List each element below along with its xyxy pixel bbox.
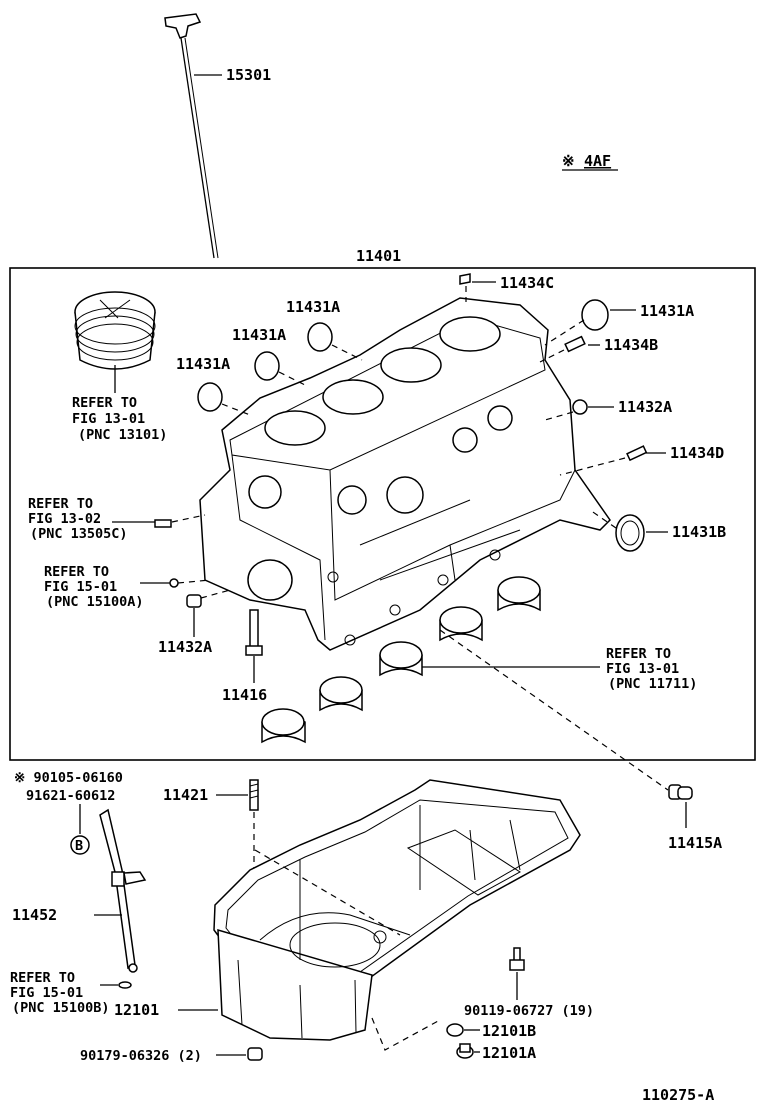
piston-drawing	[74, 291, 156, 393]
label-plug-upper-left-2: 11431A	[232, 326, 286, 344]
block-plugs	[112, 273, 668, 683]
ref-fig1501-block-line3: (PNC 15100A)	[46, 594, 144, 610]
variant-mark: ※	[562, 152, 575, 170]
label-guide-tube: 11452	[12, 906, 57, 924]
guide-tube-drawing	[99, 808, 147, 989]
label-plug-431b: 11431B	[672, 523, 726, 541]
label-gasket-a: 12101A	[482, 1044, 536, 1062]
oring-badge: B	[75, 838, 83, 854]
label-pin-d: 11434D	[670, 444, 724, 462]
ref-sensor-line1: REFER TO	[28, 496, 93, 512]
label-stud-block: 11416	[222, 686, 267, 704]
ref-bearings-line3: (PNC 11711)	[608, 676, 697, 692]
label-plug-upper-left-3: 11431A	[176, 355, 230, 373]
ref-fig1501-tube-line2: FIG 15-01	[10, 985, 83, 1001]
drain-plug-415a-drawing	[668, 784, 693, 800]
label-plug-c: 11434C	[500, 274, 554, 292]
label-drain-plug-415a: 11415A	[668, 834, 722, 852]
label-plug-top-right: 11431A	[640, 302, 694, 320]
block-assembly-frame	[9, 267, 756, 761]
label-drain-plug-pan: 90179-06326 (2)	[80, 1048, 202, 1064]
variant-code: 4AF	[584, 152, 611, 170]
label-dipstick: 15301	[226, 66, 271, 84]
ref-fig1501-tube-line1: REFER TO	[10, 970, 75, 986]
stud-pan-drawing	[249, 779, 259, 811]
label-oring: 91621-60612	[26, 788, 115, 804]
label-plug-upper-left-1: 11431A	[286, 298, 340, 316]
ref-piston-line1: REFER TO	[72, 395, 137, 411]
label-stud-pan: 11421	[163, 786, 208, 804]
oring-badge-circle	[70, 835, 90, 855]
label-pin-b: 11434B	[604, 336, 658, 354]
label-block-assembly: 11401	[356, 247, 401, 265]
main-bearings	[261, 576, 600, 744]
ref-fig1501-block-line2: FIG 15-01	[44, 579, 117, 595]
drain-plug-pan-drawing	[247, 1047, 263, 1061]
cylinder-block-drawing	[199, 297, 611, 651]
label-oil-pan: 12101	[114, 1001, 159, 1019]
ref-piston-line3: (PNC 13101)	[78, 427, 167, 443]
label-plug-432a-right: 11432A	[618, 398, 672, 416]
ref-bearings-line1: REFER TO	[606, 646, 671, 662]
label-plug-432a-left: 11432A	[158, 638, 212, 656]
label-gasket-b: 12101B	[482, 1022, 536, 1040]
ref-sensor-line3: (PNC 13505C)	[30, 526, 128, 542]
label-bolt-variant: ※ 90105-06160	[14, 770, 123, 786]
gasket-a-drawing	[456, 1043, 474, 1059]
gasket-b-drawing	[446, 1023, 464, 1037]
figure-id: 110275-A	[642, 1086, 714, 1104]
pan-bolt-drawing	[509, 947, 525, 971]
label-pan-bolt: 90119-06727 (19)	[464, 1003, 594, 1019]
oil-pan-drawing	[213, 779, 581, 1041]
ref-piston-line2: FIG 13-01	[72, 411, 145, 427]
ref-sensor-line2: FIG 13-02	[28, 511, 101, 527]
ref-bearings-line2: FIG 13-01	[606, 661, 679, 677]
ref-fig1501-tube-line3: (PNC 15100B)	[12, 1000, 110, 1016]
ref-fig1501-block-line1: REFER TO	[44, 564, 109, 580]
dipstick-drawing	[164, 13, 222, 259]
